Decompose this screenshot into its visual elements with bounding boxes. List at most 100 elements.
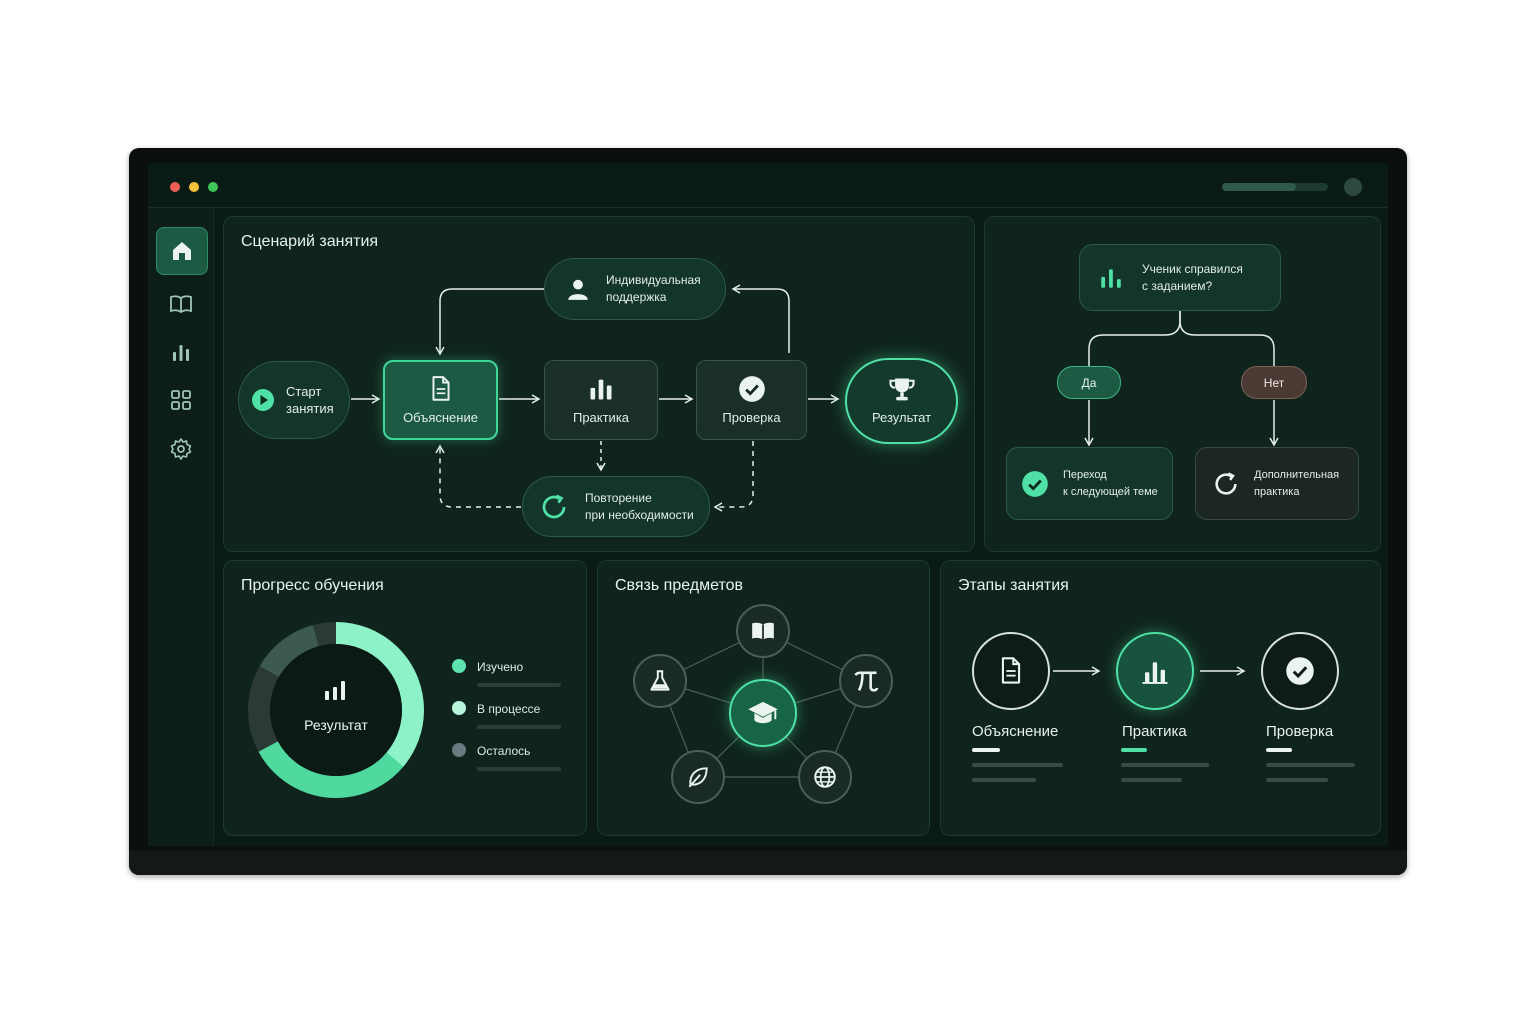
gear-icon [170,438,192,460]
scenario-connectors [351,284,840,512]
chart-icon [173,345,189,361]
chart-icon [590,379,612,399]
stage-check-line [1266,778,1328,782]
document-icon [431,375,450,401]
stage-practice-line [1121,778,1182,782]
start-label: Старт занятия [286,384,334,416]
chart-icon [325,681,345,700]
result-node[interactable]: Результат [845,358,958,444]
stage-explain-label: Объяснение [972,723,1059,740]
legend-dot-remaining [452,743,466,757]
yes-badge[interactable]: Да [1057,366,1121,399]
extra-practice-node[interactable]: Дополнительная практика [1195,447,1359,520]
stage-practice-circle[interactable] [1116,632,1194,710]
trophy-icon [888,378,915,401]
explain-label: Объяснение [403,409,478,425]
check-node[interactable]: Проверка [696,360,807,440]
decision-panel: Ученик справился с заданием? Да Нет Пере… [984,216,1381,552]
subject-biology[interactable] [671,750,725,804]
repeat-label: Повторение при необходимости [585,490,694,522]
question-node[interactable]: Ученик справился с заданием? [1079,244,1281,311]
donut-segment-progress [248,622,424,798]
sidebar-item-modules[interactable] [156,377,206,423]
progress-panel: Прогресс обучения Результат Изучено В пр… [223,560,587,836]
sidebar-item-settings[interactable] [156,426,206,472]
stage-arrows [1053,666,1246,676]
play-icon [252,389,274,411]
user-icon [568,279,588,300]
grid-icon [171,390,191,410]
stage-explain-circle[interactable] [972,632,1050,710]
avatar[interactable] [1344,178,1362,196]
chart-icon [1101,268,1121,288]
extra-practice-label: Дополнительная практика [1254,468,1340,498]
monitor-frame: Сценарий занятия [129,148,1407,875]
practice-node[interactable]: Практика [544,360,658,440]
sidebar [148,208,214,846]
stage-practice-indicator [1121,748,1147,752]
donut-segment-dim [248,622,424,798]
donut-segment-learned [248,622,424,798]
stage-check-circle[interactable] [1261,632,1339,710]
support-node[interactable]: Индивидуальная поддержка [544,258,726,320]
subjects-panel: Связь предметов [597,560,930,836]
subject-geography[interactable] [798,750,852,804]
legend-dot-in-progress [452,701,466,715]
leaf-icon [688,767,708,788]
subject-literature[interactable] [736,604,790,658]
legend-dot-learned [452,659,466,673]
legend-bar-remaining [477,767,561,771]
stage-explain-indicator [972,748,1000,752]
maximize-dot[interactable] [208,182,218,192]
flask-icon [650,670,670,691]
sidebar-item-library[interactable] [156,281,206,327]
legend-remaining: Осталось [477,744,531,758]
check-circle-icon [738,375,765,402]
pi-icon [854,671,879,692]
subject-math[interactable] [839,654,893,708]
start-node[interactable]: Старт занятия [238,361,350,439]
titlebar-progress [1222,183,1328,191]
stage-check-label: Проверка [1266,723,1334,740]
check-circle-icon [1022,470,1048,497]
globe-icon [814,766,836,788]
scenario-title: Сценарий занятия [241,233,379,250]
legend-bar-in-progress [477,725,561,729]
app-screen: Сценарий занятия [148,163,1388,846]
stage-practice-label: Практика [1122,723,1187,740]
legend-learned: Изучено [477,660,524,674]
book-icon [752,622,774,640]
book-icon [170,295,192,314]
subject-chemistry[interactable] [633,654,687,708]
sidebar-item-stats[interactable] [156,329,206,375]
stage-check-line [1266,763,1355,767]
window-titlebar [148,163,1388,208]
home-icon [173,242,191,260]
stage-explain-line [972,763,1063,767]
no-badge[interactable]: Нет [1241,366,1307,399]
legend-bar-learned [477,683,561,687]
next-topic-label: Переход к следующей теме [1063,468,1158,498]
next-topic-node[interactable]: Переход к следующей теме [1006,447,1173,520]
donut-center [270,644,402,776]
sidebar-item-home[interactable] [156,227,208,275]
donut-center-label: Результат [304,717,368,733]
check-circle-icon [1286,657,1314,685]
minimize-dot[interactable] [189,182,199,192]
stage-explain-line [972,778,1036,782]
graduation-cap-icon [748,701,778,724]
chart-icon [1142,662,1168,684]
result-label: Результат [871,410,932,425]
repeat-node[interactable]: Повторение при необходимости [522,476,710,537]
stage-practice-line [1121,763,1209,767]
refresh-icon [542,494,566,518]
refresh-icon [1215,471,1237,495]
explain-node[interactable]: Объяснение [383,360,498,440]
subject-center-education[interactable] [729,679,797,747]
document-icon [1001,657,1021,684]
support-label: Индивидуальная поддержка [606,273,701,304]
check-label: Проверка [722,409,781,425]
stages-title: Этапы занятия [958,577,1069,594]
close-dot[interactable] [170,182,180,192]
titlebar-progress-fill [1222,183,1297,191]
